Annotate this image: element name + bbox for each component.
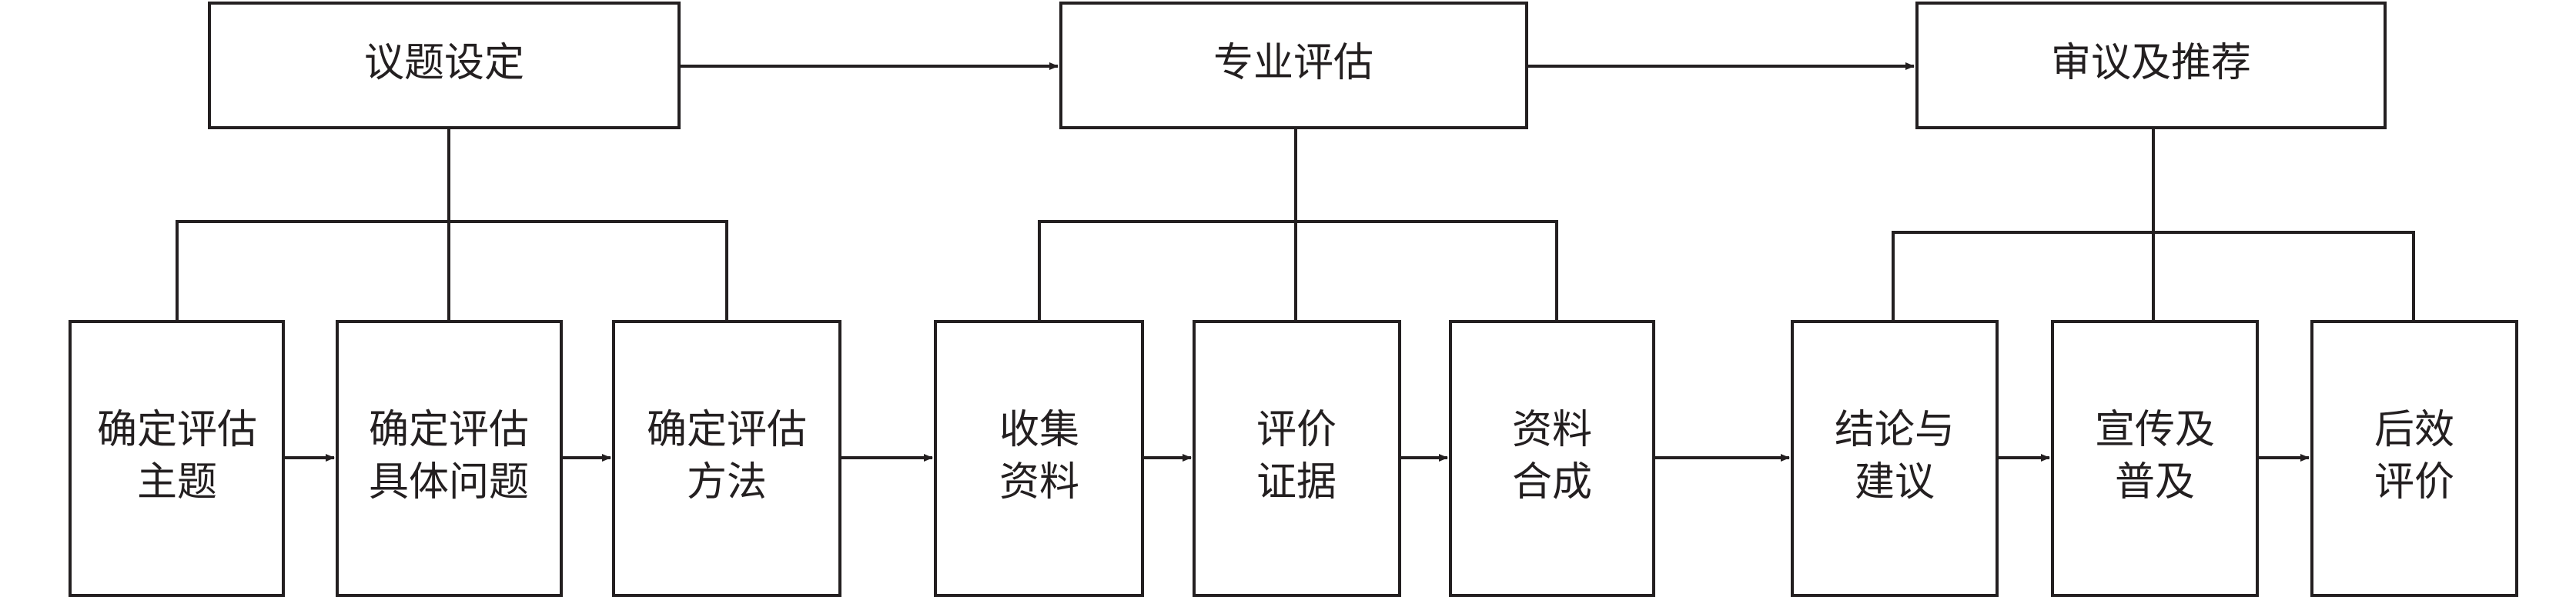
stage-label-professional-assessment: 专业评估 — [1213, 40, 1373, 86]
stage-box-review-recommendation: 审议及推荐 — [1915, 2, 2387, 129]
step-box-promotion: 宣传及 普及 — [2051, 320, 2259, 597]
step-label-line: 结论与 — [1835, 407, 1955, 453]
stage-box-topic-setting: 议题设定 — [208, 2, 681, 129]
stage-box-professional-assessment: 专业评估 — [1059, 2, 1528, 129]
step-box-collect-data: 收集 资料 — [934, 320, 1144, 597]
step-label-line: 资料 — [999, 459, 1079, 505]
connector-topic-group — [176, 128, 728, 320]
step-label-line: 评价 — [1256, 407, 1337, 453]
step-label-line: 资料 — [1512, 407, 1592, 453]
stage-label-review-recommendation: 审议及推荐 — [2051, 40, 2251, 86]
step-label-line: 证据 — [1256, 459, 1337, 505]
step-box-conclusion: 结论与 建议 — [1791, 320, 1999, 597]
step-label-line: 评价 — [2374, 459, 2454, 505]
step-label-line: 合成 — [1512, 459, 1592, 505]
step-label-line: 具体问题 — [369, 459, 529, 505]
step-box-method: 确定评估 方法 — [612, 320, 841, 597]
step-label-line: 主题 — [137, 459, 217, 505]
stage-label-topic-setting: 议题设定 — [364, 40, 524, 86]
step-label-line: 普及 — [2115, 459, 2195, 505]
step-box-synthesize-data: 资料 合成 — [1449, 320, 1655, 597]
step-label-line: 后效 — [2374, 407, 2454, 453]
step-box-impact-evaluation: 后效 评价 — [2310, 320, 2518, 597]
step-label-line: 方法 — [687, 459, 767, 505]
step-label-line: 建议 — [1855, 459, 1935, 505]
connector-assessment-group — [1038, 128, 1558, 320]
step-label-line: 确定评估 — [369, 407, 529, 453]
step-box-specific-question: 确定评估 具体问题 — [336, 320, 563, 597]
step-box-topic-theme: 确定评估 主题 — [69, 320, 285, 597]
connector-review-group — [1892, 128, 2415, 320]
step-label-line: 宣传及 — [2095, 407, 2215, 453]
step-box-evaluate-evidence: 评价 证据 — [1193, 320, 1401, 597]
step-label-line: 确定评估 — [647, 407, 807, 453]
step-label-line: 确定评估 — [97, 407, 257, 453]
step-label-line: 收集 — [999, 407, 1079, 453]
